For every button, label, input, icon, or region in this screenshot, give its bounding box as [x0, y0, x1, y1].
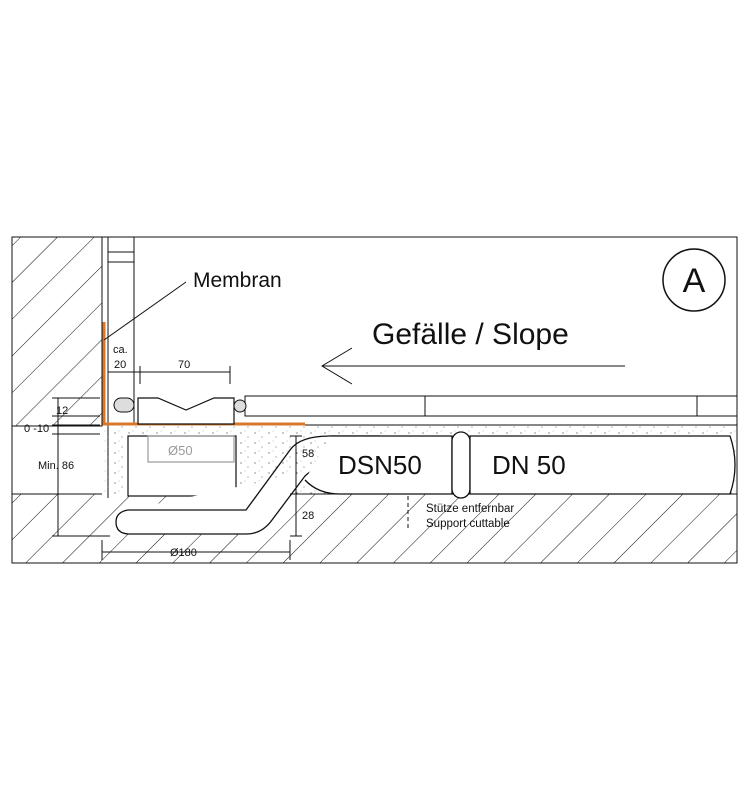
- pipe-dn50: [469, 435, 736, 495]
- membrane-leader: [103, 281, 187, 341]
- support-label-de: Stütze entfernbar: [426, 503, 514, 515]
- pipe-coupling: [451, 431, 471, 499]
- view-badge: A: [683, 262, 706, 300]
- trap-outlet-label: Ø50: [168, 443, 193, 458]
- dimension-lines: [52, 366, 302, 560]
- dim-min-86: Min. 86: [38, 460, 74, 472]
- dim-20: 20: [114, 359, 126, 371]
- channel-seal-left: [113, 397, 135, 413]
- product-label: DSN50: [338, 450, 422, 480]
- channel-seal-right: [233, 399, 247, 413]
- pipe-dsn50: [304, 435, 453, 495]
- dim-28: 28: [302, 510, 314, 522]
- view-badge-circle: [662, 248, 726, 312]
- trap-body: [127, 435, 237, 497]
- wall-tile: [107, 236, 135, 426]
- pipe-label: DN 50: [492, 450, 566, 480]
- dim-70: 70: [178, 359, 190, 371]
- dim-0-10: 0 -10: [24, 423, 49, 435]
- dim-ca: ca.: [113, 344, 128, 356]
- drain-channel: [137, 397, 235, 425]
- dim-180: Ø180: [170, 547, 197, 559]
- floor-tiles: [244, 395, 738, 417]
- dim-12: 12: [56, 405, 68, 417]
- support-label-en: Support cuttable: [426, 518, 510, 530]
- trap-outlet-hidden: [147, 435, 235, 463]
- slope-label: Gefälle / Slope: [372, 318, 569, 351]
- membrane-line: [102, 322, 305, 426]
- dim-58: 58: [302, 448, 314, 460]
- membrane-label: Membran: [193, 269, 282, 292]
- left-wall: [11, 236, 103, 427]
